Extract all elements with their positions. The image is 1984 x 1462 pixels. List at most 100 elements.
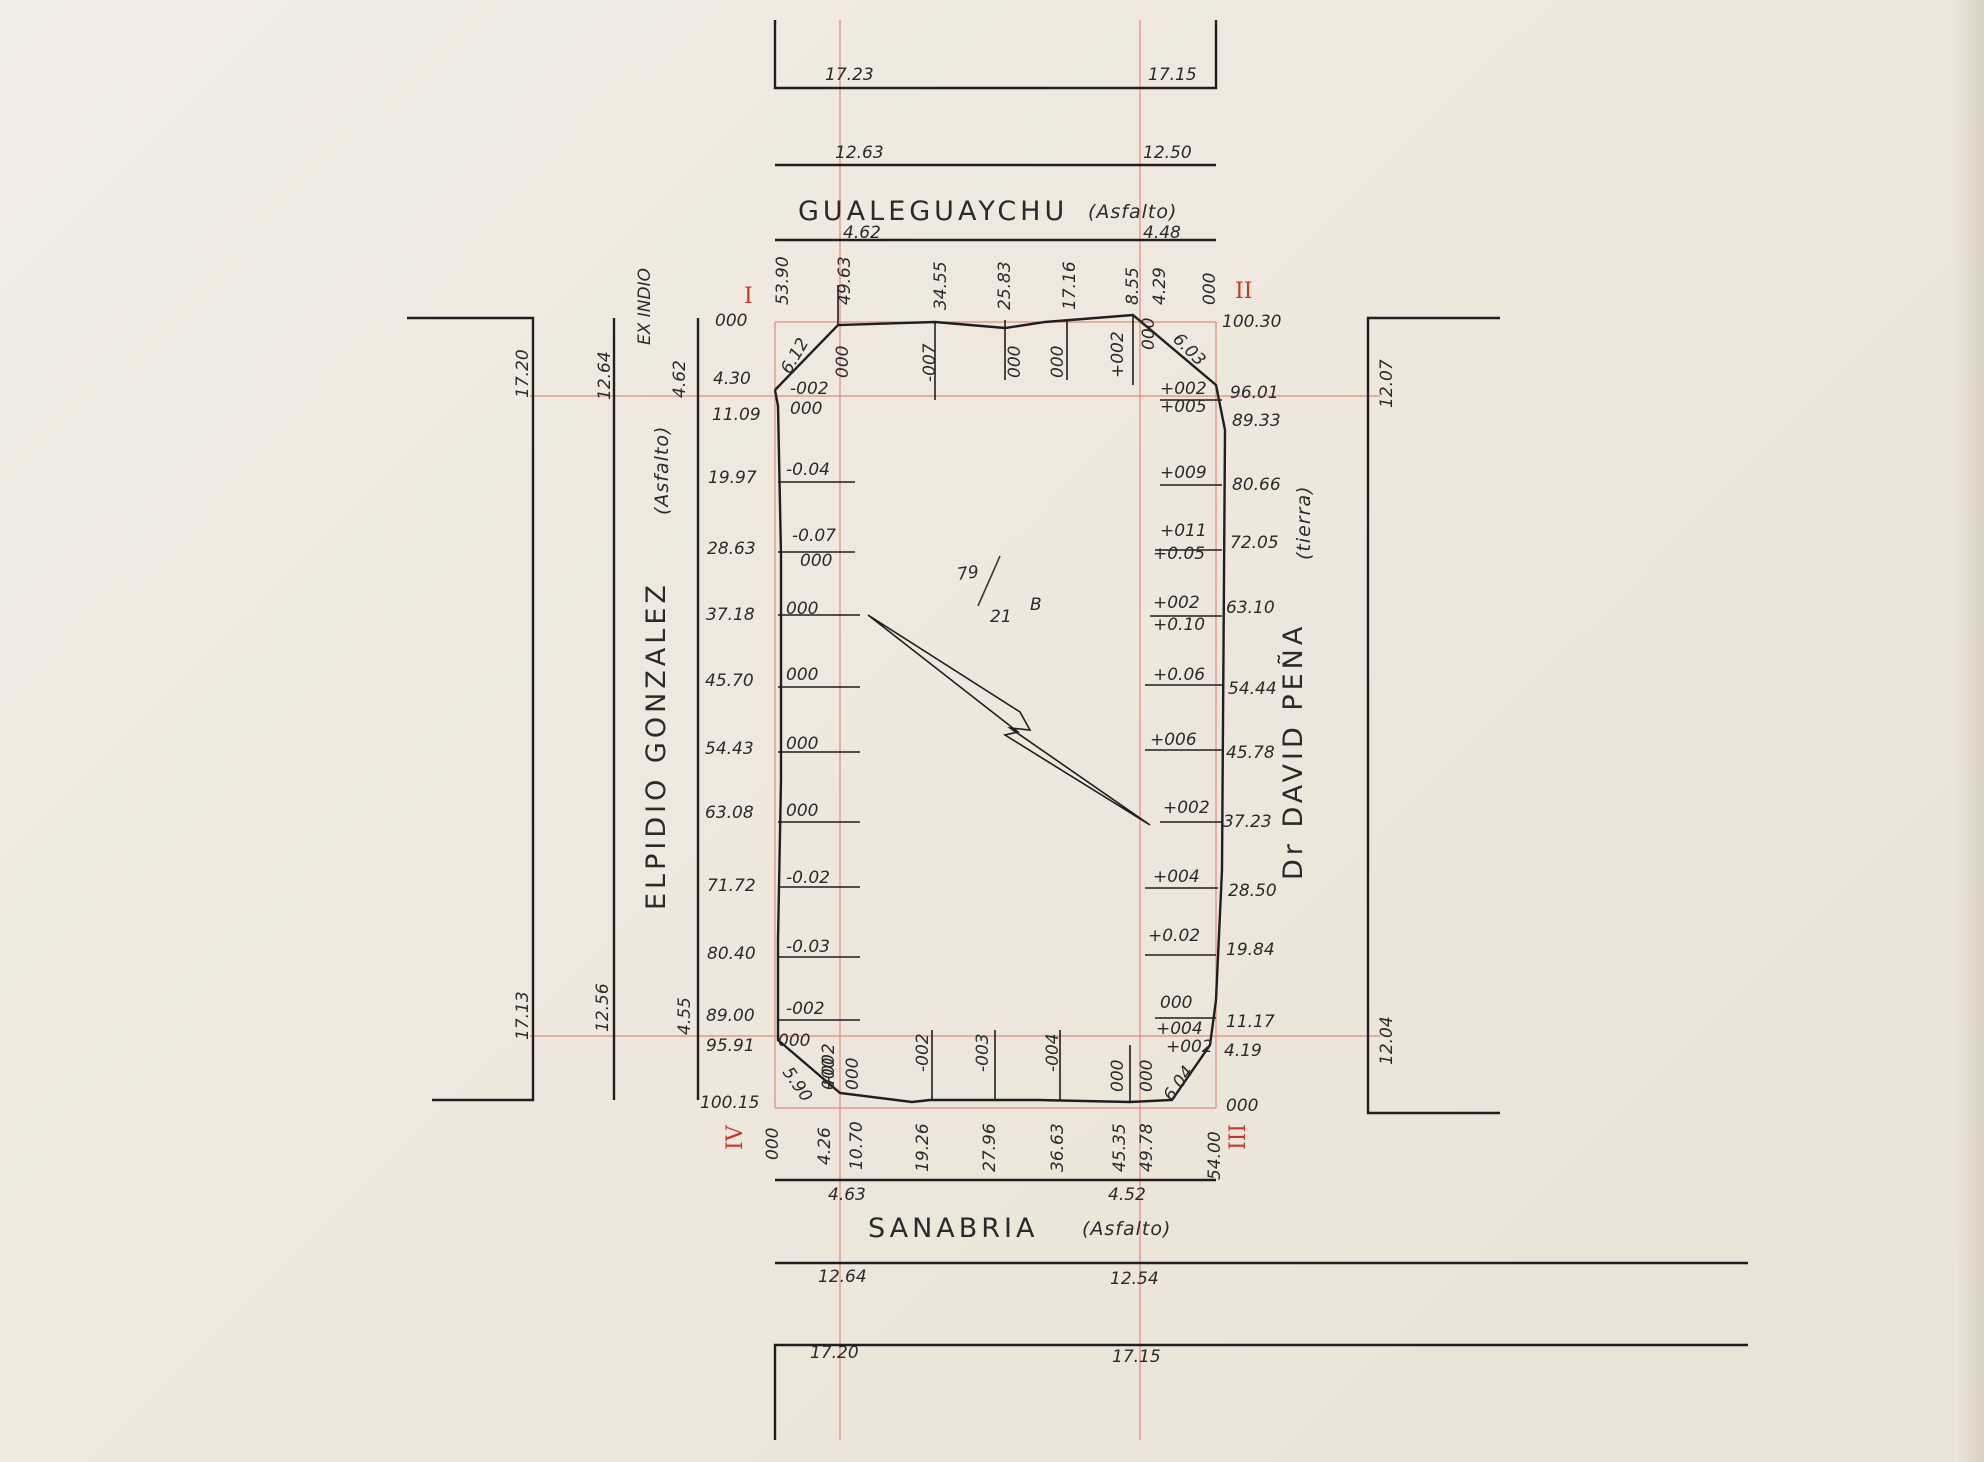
- offset-label: +002: [1153, 593, 1200, 613]
- distance-label: 45.35: [1110, 1123, 1130, 1172]
- width-label: 4.55: [675, 997, 695, 1035]
- offset-label: 000: [786, 734, 818, 754]
- width-label: 12.07: [1377, 359, 1397, 408]
- offset-label: +011: [1160, 521, 1207, 541]
- south-side-measurements: 000 4.26 10.70 19.26 27.96 36.63 45.35 4…: [763, 1033, 1225, 1180]
- distance-label: 000: [715, 311, 747, 331]
- north-arrow: [867, 614, 1151, 826]
- street-east-surface: (tierra): [1293, 485, 1315, 560]
- offset-label: 000: [786, 801, 818, 821]
- distance-label: 19.84: [1226, 940, 1275, 960]
- distance-label: 71.72: [707, 876, 756, 896]
- width-label: 17.15: [1148, 65, 1197, 85]
- offset-label: -0.07: [792, 526, 836, 546]
- offset-label: 000: [843, 1058, 863, 1090]
- width-label: 4.63: [828, 1185, 866, 1205]
- width-label: 12.64: [818, 1267, 867, 1287]
- offset-label: +002: [1108, 331, 1128, 378]
- distance-label: 49.63: [835, 256, 855, 305]
- offset-label: +004: [1156, 1019, 1203, 1039]
- offset-label: 000: [790, 399, 822, 419]
- street-south-surface: (Asfalto): [1082, 1218, 1171, 1240]
- distance-label: 000: [1226, 1096, 1258, 1116]
- distance-label: 17.16: [1060, 261, 1080, 310]
- offset-label: 000: [786, 665, 818, 685]
- distance-label: 45.78: [1226, 743, 1275, 763]
- offset-label: -004: [1043, 1033, 1063, 1072]
- offset-label: 000: [1160, 993, 1192, 1013]
- corner-sw: IV: [723, 1124, 748, 1150]
- distance-label: 11.17: [1226, 1012, 1275, 1032]
- distance-label: 54.44: [1228, 679, 1277, 699]
- width-label: 4.48: [1143, 223, 1181, 243]
- east-side-measurements: 100.30 96.01 89.33 80.66 72.05 63.10 54.…: [1148, 312, 1281, 1116]
- offset-label: +002: [1163, 798, 1210, 818]
- sheet-edge: [1954, 0, 1984, 1462]
- block-letter: B: [1030, 595, 1042, 615]
- offset-label: 000: [1005, 346, 1025, 378]
- offset-label: 000: [1048, 346, 1068, 378]
- distance-label: 27.96: [980, 1123, 1000, 1172]
- offset-label: 000: [1137, 1060, 1157, 1092]
- distance-label: 45.70: [705, 671, 754, 691]
- offset-label: -003: [973, 1033, 993, 1072]
- width-label: 17.23: [825, 65, 874, 85]
- street-west-surface: (Asfalto): [651, 426, 673, 515]
- distance-label: 100.30: [1222, 312, 1281, 332]
- distance-label: 8.55: [1123, 267, 1143, 305]
- width-label: 12.50: [1143, 143, 1192, 163]
- chamfer-label: 5.90: [778, 1063, 816, 1105]
- width-label: 12.54: [1110, 1269, 1159, 1289]
- street-north-surface: (Asfalto): [1088, 201, 1177, 223]
- distance-label: 89.33: [1232, 411, 1281, 431]
- offset-label: 000: [778, 1031, 810, 1051]
- distance-label: 54.43: [705, 739, 754, 759]
- offset-label: +002: [1160, 379, 1207, 399]
- distance-label: 96.01: [1230, 383, 1279, 403]
- distance-label: 49.78: [1137, 1123, 1157, 1172]
- distance-label: 19.26: [913, 1123, 933, 1172]
- street-east-name: Dr DAVID PEÑA: [1277, 623, 1309, 880]
- corner-nw: I: [744, 284, 753, 309]
- west-side-measurements: 000 4.30 11.09 19.97 28.63 37.18 45.70 5…: [700, 311, 836, 1113]
- corner-se: III: [1226, 1124, 1251, 1150]
- width-label: 12.64: [595, 351, 615, 400]
- offset-label: 000: [833, 346, 853, 378]
- distance-label: 37.18: [706, 605, 755, 625]
- offset-label: -0.02: [786, 868, 830, 888]
- block-number: 79: [956, 562, 980, 585]
- offset-label: 000: [800, 551, 832, 571]
- distance-label: 000: [763, 1128, 783, 1160]
- chamfer-label: 6.04: [1160, 1062, 1198, 1104]
- offset-label: +004: [1153, 867, 1200, 887]
- width-label: 4.52: [1108, 1185, 1146, 1205]
- distance-label: 34.55: [931, 261, 951, 310]
- width-label: 4.62: [670, 360, 690, 398]
- offset-label: 000: [1108, 1060, 1128, 1092]
- distance-label: 54.00: [1205, 1131, 1225, 1180]
- block-suffix: 21: [990, 607, 1012, 627]
- distance-label: 53.90: [773, 256, 793, 305]
- distance-label: 100.15: [700, 1093, 759, 1113]
- distance-label: 72.05: [1230, 533, 1279, 553]
- distance-label: 28.50: [1228, 881, 1277, 901]
- distance-label: 25.83: [995, 261, 1015, 310]
- street-south-name: SANABRIA: [868, 1213, 1039, 1244]
- distance-label: 10.70: [847, 1121, 867, 1170]
- offset-label: -0.04: [786, 460, 830, 480]
- distance-label: 4.30: [713, 369, 751, 389]
- width-label: 12.04: [1377, 1016, 1397, 1065]
- corner-ne: II: [1235, 279, 1252, 304]
- block-slash: [977, 555, 1001, 607]
- offset-label: +0.06: [1153, 665, 1205, 685]
- street-west-name: ELPIDIO GONZALEZ: [641, 581, 672, 910]
- offset-label: 000: [786, 599, 818, 619]
- distance-label: 63.10: [1226, 598, 1275, 618]
- block-outline: [773, 313, 1227, 1104]
- offset-label: -002: [790, 379, 829, 399]
- offset-label: +0.02: [1148, 926, 1200, 946]
- north-side-measurements: 53.90 49.63 34.55 25.83 17.16 8.55 4.29 …: [773, 256, 1220, 382]
- distance-label: 4.29: [1150, 267, 1170, 305]
